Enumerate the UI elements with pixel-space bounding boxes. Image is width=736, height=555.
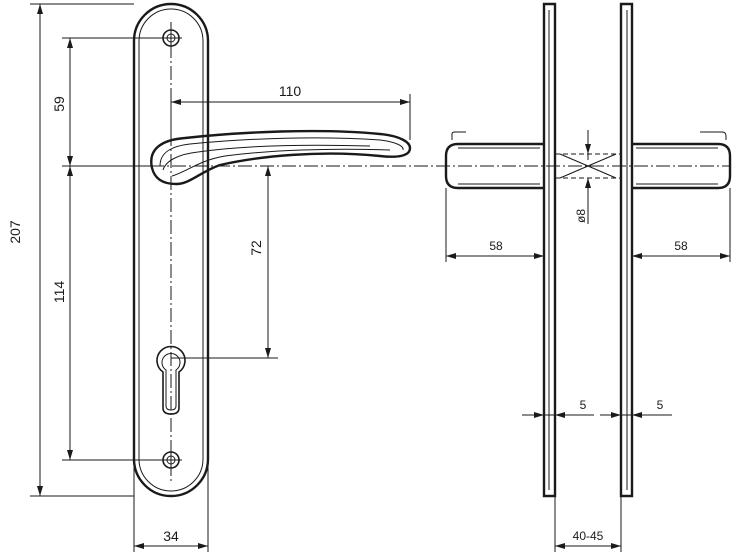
dim-plate-width: 34 <box>163 528 179 544</box>
dim-overall-height: 207 <box>7 220 23 244</box>
cylinder-keyhole <box>156 345 186 415</box>
side-view <box>444 2 732 498</box>
bottom-screw <box>160 449 182 471</box>
dim-right-plate-thickness: 5 <box>657 398 664 412</box>
dim-spindle-diameter: ø8 <box>574 209 588 223</box>
dim-handle-to-lower-screw: 114 <box>51 281 67 304</box>
dim-handle-to-cylinder: 72 <box>248 240 264 256</box>
dim-screw-to-handle: 59 <box>51 96 67 112</box>
dim-door-thickness: 40-45 <box>573 529 604 543</box>
left-lever-profile <box>444 131 544 190</box>
top-screw <box>160 27 182 49</box>
dim-left-projection: 58 <box>489 239 503 253</box>
front-dimensions: 207 59 114 110 72 34 <box>7 3 411 552</box>
dim-handle-length: 110 <box>279 83 302 99</box>
front-view <box>132 2 730 498</box>
dim-right-projection: 58 <box>674 239 688 253</box>
backplate-inner-line <box>138 8 204 492</box>
lever-handle <box>150 129 412 186</box>
right-plate-profile <box>619 2 634 498</box>
backplate-outline <box>132 2 210 498</box>
side-dimensions: 58 58 ø8 5 5 40-45 <box>445 144 731 552</box>
right-lever-profile <box>632 131 732 190</box>
dim-left-plate-thickness: 5 <box>580 398 587 412</box>
